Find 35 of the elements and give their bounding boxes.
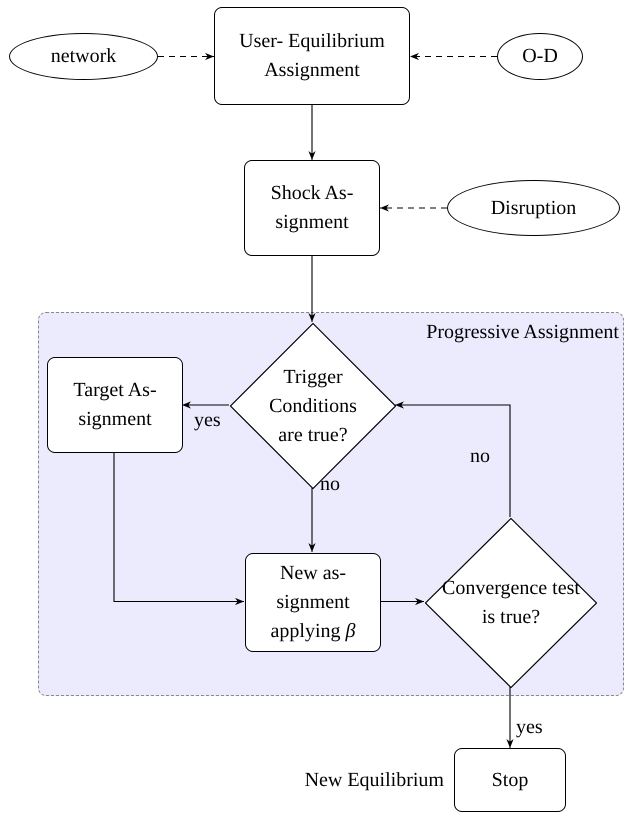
node-caption: New Equilibrium	[304, 768, 444, 793]
node-label: User- Equilibrium Assignment	[238, 29, 386, 83]
arrow	[380, 598, 424, 606]
node-label: Shock As- signment	[270, 181, 354, 235]
arrow	[308, 488, 316, 552]
process-box	[244, 160, 380, 256]
decision-diamond	[425, 518, 597, 688]
arrow	[506, 687, 514, 748]
group-region	[38, 312, 624, 696]
arrow	[308, 105, 316, 160]
dashed-arrow	[380, 204, 447, 212]
arrow	[395, 401, 511, 517]
node-label: Trigger Conditions are true?	[268, 364, 358, 448]
edge-label: yes	[194, 408, 221, 432]
node-label: Stop	[490, 768, 530, 792]
process-box	[214, 7, 410, 105]
node-label: Convergence test is true?	[441, 576, 581, 630]
arrow	[113, 452, 244, 606]
dashed-arrow	[410, 52, 497, 60]
node-label: New as- signment applying β	[270, 561, 356, 644]
dashed-arrow	[158, 52, 214, 60]
edge-label: no	[320, 472, 340, 496]
edge-label: no	[470, 444, 490, 468]
node-label: Target As- signment	[72, 378, 158, 432]
arrow	[308, 256, 316, 322]
group-heading: Progressive Assignment	[426, 320, 619, 345]
process-box	[454, 748, 566, 812]
arrow	[182, 401, 229, 409]
node-label: O-D	[521, 44, 559, 69]
edge-label: yes	[516, 715, 543, 739]
process-box	[245, 553, 381, 652]
node-label: network	[50, 44, 118, 69]
process-box	[47, 357, 183, 453]
node-label: Disruption	[490, 196, 578, 220]
decision-diamond	[230, 323, 396, 489]
